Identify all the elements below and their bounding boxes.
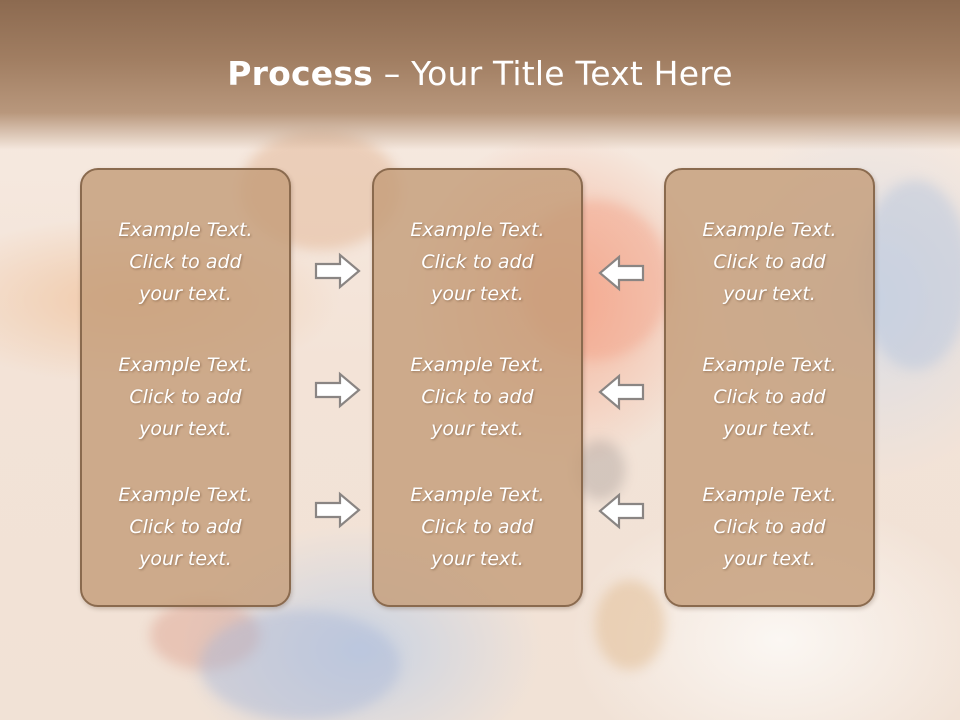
text-line: your text.: [139, 548, 232, 570]
text-line: your text.: [431, 283, 524, 305]
text-line: Example Text.: [702, 219, 837, 241]
text-line: your text.: [723, 548, 816, 570]
text-line: Click to add: [421, 386, 534, 408]
text-line: Example Text.: [702, 484, 837, 506]
middle-text-box[interactable]: Example Text. Click to add your text. Ex…: [372, 168, 583, 607]
text-line: Click to add: [713, 516, 826, 538]
text-line: Click to add: [129, 251, 242, 273]
right-arrow-icon[interactable]: [314, 371, 362, 409]
text-placeholder[interactable]: Example Text. Click to add your text.: [374, 349, 581, 445]
text-line: Example Text.: [410, 354, 545, 376]
text-line: your text.: [139, 418, 232, 440]
text-line: your text.: [723, 418, 816, 440]
text-placeholder[interactable]: Example Text. Click to add your text.: [666, 214, 873, 310]
left-arrow-icon[interactable]: [597, 254, 645, 292]
title-rest: – Your Title Text Here: [373, 54, 733, 93]
text-placeholder[interactable]: Example Text. Click to add your text.: [82, 479, 289, 575]
text-line: your text.: [431, 548, 524, 570]
text-line: your text.: [431, 418, 524, 440]
text-placeholder[interactable]: Example Text. Click to add your text.: [82, 214, 289, 310]
right-text-box[interactable]: Example Text. Click to add your text. Ex…: [664, 168, 875, 607]
text-line: Example Text.: [410, 484, 545, 506]
text-line: Click to add: [713, 386, 826, 408]
text-placeholder[interactable]: Example Text. Click to add your text.: [374, 214, 581, 310]
text-placeholder[interactable]: Example Text. Click to add your text.: [374, 479, 581, 575]
text-line: Example Text.: [410, 219, 545, 241]
title-bold: Process: [227, 54, 374, 93]
right-arrow-icon[interactable]: [314, 491, 362, 529]
slide-title[interactable]: Process – Your Title Text Here: [0, 54, 960, 93]
text-line: Click to add: [129, 516, 242, 538]
text-placeholder[interactable]: Example Text. Click to add your text.: [666, 479, 873, 575]
text-placeholder[interactable]: Example Text. Click to add your text.: [82, 349, 289, 445]
left-arrow-icon[interactable]: [597, 492, 645, 530]
title-band: [0, 0, 960, 150]
left-text-box[interactable]: Example Text. Click to add your text. Ex…: [80, 168, 291, 607]
text-line: your text.: [139, 283, 232, 305]
right-arrow-icon[interactable]: [314, 252, 362, 290]
text-line: your text.: [723, 283, 816, 305]
left-arrow-icon[interactable]: [597, 373, 645, 411]
text-line: Click to add: [421, 516, 534, 538]
text-line: Example Text.: [118, 219, 253, 241]
text-line: Click to add: [421, 251, 534, 273]
text-line: Click to add: [129, 386, 242, 408]
text-line: Example Text.: [118, 484, 253, 506]
text-line: Example Text.: [118, 354, 253, 376]
text-line: Click to add: [713, 251, 826, 273]
text-placeholder[interactable]: Example Text. Click to add your text.: [666, 349, 873, 445]
text-line: Example Text.: [702, 354, 837, 376]
